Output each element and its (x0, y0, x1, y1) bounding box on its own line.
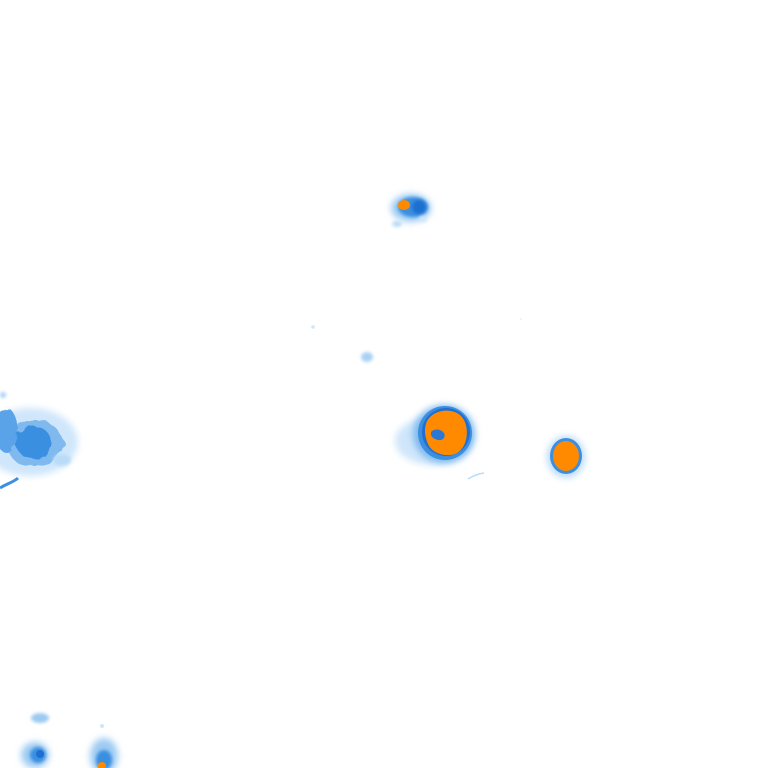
blob-top (391, 194, 431, 227)
blob-left-edge (0, 392, 78, 490)
blob-right (547, 436, 585, 478)
blob-center (395, 405, 475, 465)
specks (311, 318, 522, 480)
blob-bottom-left (21, 713, 118, 768)
